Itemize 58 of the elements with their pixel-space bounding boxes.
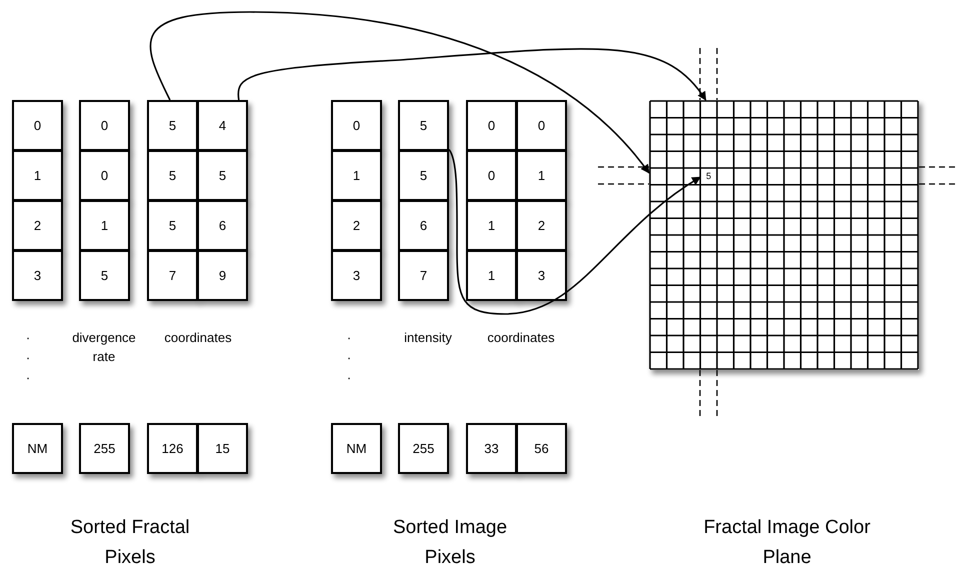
pixel-grid xyxy=(649,100,919,370)
caption: Fractal Image Color Plane xyxy=(702,516,872,569)
value-cell: 3 xyxy=(12,250,63,301)
value-cell: 1 xyxy=(331,150,382,201)
value-cell: 3 xyxy=(516,250,567,301)
value-cell: 7 xyxy=(398,250,449,301)
value-cell: 5 xyxy=(79,250,130,301)
value-cell: 126 xyxy=(147,423,198,474)
ellipsis-dot: · xyxy=(346,369,352,387)
value-cell: 3 xyxy=(331,250,382,301)
value-cell: 0 xyxy=(79,150,130,201)
pixel-value: 5 xyxy=(700,168,717,185)
value-cell: 5 xyxy=(147,150,198,201)
value-cell: 6 xyxy=(398,200,449,251)
value-cell: 0 xyxy=(516,100,567,151)
value-cell: 2 xyxy=(12,200,63,251)
value-cell: 6 xyxy=(197,200,248,251)
column-label: coordinates xyxy=(163,329,233,347)
caption: Sorted Fractal Pixels xyxy=(69,516,191,569)
value-cell: 2 xyxy=(331,200,382,251)
value-cell: 56 xyxy=(516,423,567,474)
value-cell: 0 xyxy=(79,100,130,151)
value-cell: 0 xyxy=(466,150,517,201)
value-cell: 0 xyxy=(331,100,382,151)
column-label: coordinates xyxy=(486,329,556,347)
arrow xyxy=(448,149,701,315)
ellipsis-dot: · xyxy=(24,329,32,347)
value-cell: 5 xyxy=(398,100,449,151)
value-cell: 5 xyxy=(147,200,198,251)
value-cell: 4 xyxy=(197,100,248,151)
column-label: divergence rate xyxy=(71,329,137,366)
value-cell: 33 xyxy=(466,423,517,474)
ellipsis-dot: · xyxy=(346,329,352,347)
ellipsis-dot: · xyxy=(24,369,32,387)
value-cell: 2 xyxy=(516,200,567,251)
arrow xyxy=(238,48,706,101)
value-cell: 1 xyxy=(12,150,63,201)
value-cell: 5 xyxy=(147,100,198,151)
value-cell: 9 xyxy=(197,250,248,301)
value-cell: 5 xyxy=(197,150,248,201)
value-cell: 1 xyxy=(466,250,517,301)
ellipsis-dot: · xyxy=(24,349,32,367)
value-cell: NM xyxy=(12,423,63,474)
value-cell: 5 xyxy=(398,150,449,201)
value-cell: 255 xyxy=(398,423,449,474)
value-cell: 0 xyxy=(466,100,517,151)
ellipsis-dot: · xyxy=(346,349,352,367)
value-cell: 7 xyxy=(147,250,198,301)
value-cell: 15 xyxy=(197,423,248,474)
value-cell: 1 xyxy=(79,200,130,251)
value-cell: 1 xyxy=(466,200,517,251)
column-label: intensity xyxy=(403,329,453,347)
value-cell: 0 xyxy=(12,100,63,151)
value-cell: 1 xyxy=(516,150,567,201)
caption: Sorted Image Pixels xyxy=(392,516,508,569)
value-cell: 255 xyxy=(79,423,130,474)
value-cell: NM xyxy=(331,423,382,474)
arrow xyxy=(150,11,650,174)
